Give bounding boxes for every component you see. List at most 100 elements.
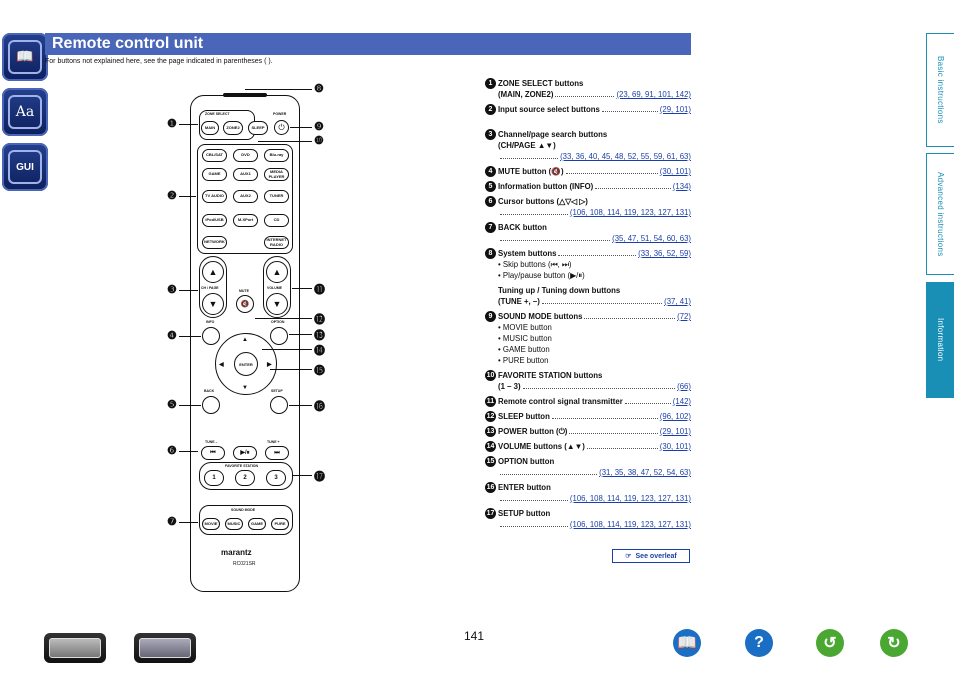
callout-10: ❿ [314, 135, 324, 147]
pure-button[interactable]: PURE [271, 518, 289, 530]
page-refs-link[interactable]: (30, 101) [659, 442, 691, 451]
source-button-dvd[interactable]: DVD [233, 149, 258, 162]
list-item: 17 SETUP button (106, 108, 114, 119, 123… [485, 508, 691, 530]
sleep-button[interactable]: SLEEP [248, 121, 268, 135]
source-button-aux1[interactable]: AUX1 [233, 168, 258, 181]
cursor-down-button[interactable]: ▼ [242, 385, 248, 391]
callout-14: ⓮ [314, 345, 325, 357]
page-refs-link[interactable]: (23, 69, 91, 101, 142) [616, 90, 691, 99]
favorite-3-button[interactable]: 3 [266, 470, 286, 486]
source-button-aux2[interactable]: AUX2 [233, 190, 258, 203]
volume-down-button[interactable]: ▼ [266, 293, 288, 315]
callout-15: ⓯ [314, 365, 325, 377]
info-button[interactable] [202, 327, 220, 345]
source-button-tuner[interactable]: TUNER [264, 190, 289, 203]
page-refs-link[interactable]: (37, 41) [664, 297, 691, 306]
page-refs-link[interactable]: (33, 36, 40, 45, 48, 52, 55, 59, 61, 63) [560, 152, 691, 161]
volume-group [263, 256, 291, 318]
skip-back-button[interactable]: ⏮ [201, 446, 225, 460]
callout-line [179, 522, 198, 523]
back-button[interactable] [202, 396, 220, 414]
manual-book-icon[interactable]: 📖 [673, 629, 701, 657]
music-button[interactable]: MUSIC [225, 518, 243, 530]
page-refs-link[interactable]: (106, 108, 114, 119, 123, 127, 131) [569, 494, 691, 503]
mute-button[interactable]: 🔇 [236, 295, 254, 313]
receiver-front-icon[interactable] [44, 633, 106, 663]
receiver-back-icon[interactable] [134, 633, 196, 663]
item-number: 6 [485, 196, 496, 207]
model-label: RC021SR [233, 561, 256, 567]
page-refs-link[interactable]: (29, 101) [659, 427, 691, 436]
movie-button[interactable]: MOVIE [202, 518, 220, 530]
page-refs-link[interactable]: (31, 35, 38, 47, 52, 54, 63) [599, 468, 691, 477]
list-item: 11 Remote control signal transmitter(142… [485, 396, 691, 407]
callout-line [289, 334, 312, 335]
favorite-1-button[interactable]: 1 [204, 470, 224, 486]
source-button-ipod-usb[interactable]: iPod/USB [202, 214, 227, 227]
power-button[interactable]: ⏻ [274, 120, 289, 135]
remote-control-drawing: ZONE SELECT MAIN ZONE2 POWER SLEEP ⏻ CBL… [190, 93, 300, 592]
favorite-2-button[interactable]: 2 [235, 470, 255, 486]
brand-logo: marantz [221, 548, 252, 557]
help-question-icon[interactable]: ? [745, 629, 773, 657]
list-item: 16 ENTER button (106, 108, 114, 119, 123… [485, 482, 691, 504]
page-refs-link[interactable]: (142) [672, 397, 691, 406]
source-button-internet-radio[interactable]: INTERNET RADIO [264, 236, 289, 249]
ch-page-up-button[interactable]: ▲ [202, 261, 224, 283]
game-button[interactable]: GAME [248, 518, 266, 530]
forward-arrow-icon[interactable]: ↻ [880, 629, 908, 657]
source-button-m-xport[interactable]: M-XPort [233, 214, 258, 227]
back-arrow-icon[interactable]: ↺ [816, 629, 844, 657]
page-refs-link[interactable]: (29, 101) [659, 105, 691, 114]
page-refs-link[interactable]: (106, 108, 114, 119, 123, 127, 131) [569, 208, 691, 217]
callout-3: ❸ [167, 284, 177, 296]
info-label: INFO [206, 320, 215, 324]
enter-button[interactable]: ENTER [234, 352, 258, 376]
list-item: 3 Channel/page search buttons (CH/PAGE ▲… [485, 129, 691, 162]
play-pause-button[interactable]: ▶/⏸ [233, 446, 257, 460]
book-icon[interactable]: 📖 [2, 33, 48, 81]
tab-label: Information [936, 318, 945, 362]
source-button-cbl-sat[interactable]: CBL/SAT [202, 149, 227, 162]
page-refs-link[interactable]: (66) [677, 382, 691, 391]
setup-button[interactable] [270, 396, 288, 414]
list-item: 6 Cursor buttons (△▽◁ ▷) (106, 108, 114,… [485, 196, 691, 218]
see-overleaf-link[interactable]: ☞ See overleaf [612, 549, 690, 563]
source-button-tv-audio[interactable]: TV AUDIO [202, 190, 227, 203]
signal-transmitter [223, 93, 267, 97]
ch-page-label: CH / PAGE [201, 286, 219, 290]
source-button-game[interactable]: GAME [202, 168, 227, 181]
volume-up-button[interactable]: ▲ [266, 261, 288, 283]
source-button-cd[interactable]: CD [264, 214, 289, 227]
page-refs-link[interactable]: (96, 102) [659, 412, 691, 421]
callout-line [179, 290, 198, 291]
power-label: POWER [273, 112, 287, 116]
tab-basic-instructions[interactable]: Basic instructions [926, 33, 954, 147]
sub-item: • Play/pause button (▶/⏸) [498, 271, 585, 280]
source-button-network[interactable]: NETWORK [202, 236, 227, 249]
tab-advanced-instructions[interactable]: Advanced instructions [926, 153, 954, 275]
page-refs-link[interactable]: (30, 101) [659, 167, 691, 176]
callout-line [289, 405, 312, 406]
source-button-bluray[interactable]: Blu-ray [264, 149, 289, 162]
option-button[interactable] [270, 327, 288, 345]
zone2-button[interactable]: ZONE2 [223, 121, 243, 135]
font-aa-icon[interactable]: Aa [2, 88, 48, 136]
skip-forward-button[interactable]: ⏭ [265, 446, 289, 460]
cursor-left-button[interactable]: ◀ [219, 362, 224, 368]
tab-label: Advanced instructions [936, 171, 945, 257]
page-refs-link[interactable]: (106, 108, 114, 119, 123, 127, 131) [569, 520, 691, 529]
callout-6: ❻ [167, 445, 177, 457]
page-refs-link[interactable]: (35, 47, 51, 54, 60, 63) [612, 234, 691, 243]
page-refs-link[interactable]: (72) [677, 312, 691, 321]
page-refs-link[interactable]: (134) [672, 182, 691, 191]
cursor-up-button[interactable]: ▲ [242, 337, 248, 343]
gui-icon[interactable]: GUI [2, 143, 48, 191]
main-button[interactable]: MAIN [201, 121, 219, 135]
ch-page-down-button[interactable]: ▼ [202, 293, 224, 315]
cursor-right-button[interactable]: ▶ [267, 362, 272, 368]
tab-information[interactable]: Information [926, 282, 954, 398]
page-refs-link[interactable]: (33, 36, 52, 59) [638, 249, 691, 258]
sub-item: • GAME button [498, 345, 550, 354]
source-button-media-player[interactable]: MEDIA PLAYER [264, 168, 289, 181]
